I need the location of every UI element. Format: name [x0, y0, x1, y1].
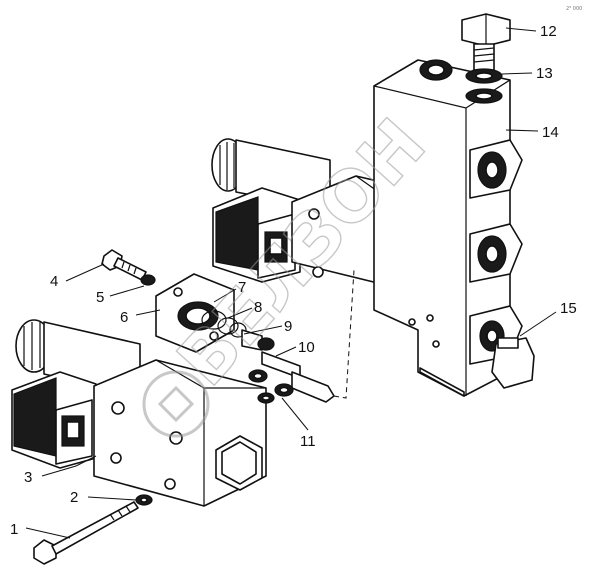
callout-3: 3: [24, 469, 32, 486]
flange-group: [155, 273, 275, 353]
callout-15: 15: [560, 300, 577, 317]
small-bolt: [101, 249, 156, 286]
callout-11: 11: [300, 433, 316, 450]
long-bolt: [33, 494, 153, 565]
leader-lines: [25, 27, 557, 539]
upper-solenoid: [211, 138, 331, 283]
lower-solenoid: [11, 319, 141, 469]
callout-14: 14: [542, 124, 559, 141]
callout-7: 7: [238, 279, 246, 296]
callout-8: 8: [254, 299, 262, 316]
corner-mark: 2³ 000: [566, 6, 582, 12]
callout-10: 10: [298, 339, 315, 356]
spool-group: [248, 351, 335, 404]
right-plug: [491, 337, 535, 389]
callout-12: 12: [540, 23, 557, 40]
callout-6: 6: [120, 309, 128, 326]
callout-9: 9: [284, 318, 292, 335]
callout-2: 2: [70, 489, 78, 506]
callout-1: 1: [10, 521, 18, 538]
callout-13: 13: [536, 65, 553, 82]
top-bolt: [461, 13, 511, 104]
alignment-line: [333, 269, 355, 399]
lower-valve-block: [93, 359, 267, 507]
callout-labels: 1 2 3 4 5 6 7 8 9 10 11 12 13 14 15: [10, 23, 577, 538]
callout-5: 5: [96, 289, 104, 306]
callout-4: 4: [50, 273, 58, 290]
